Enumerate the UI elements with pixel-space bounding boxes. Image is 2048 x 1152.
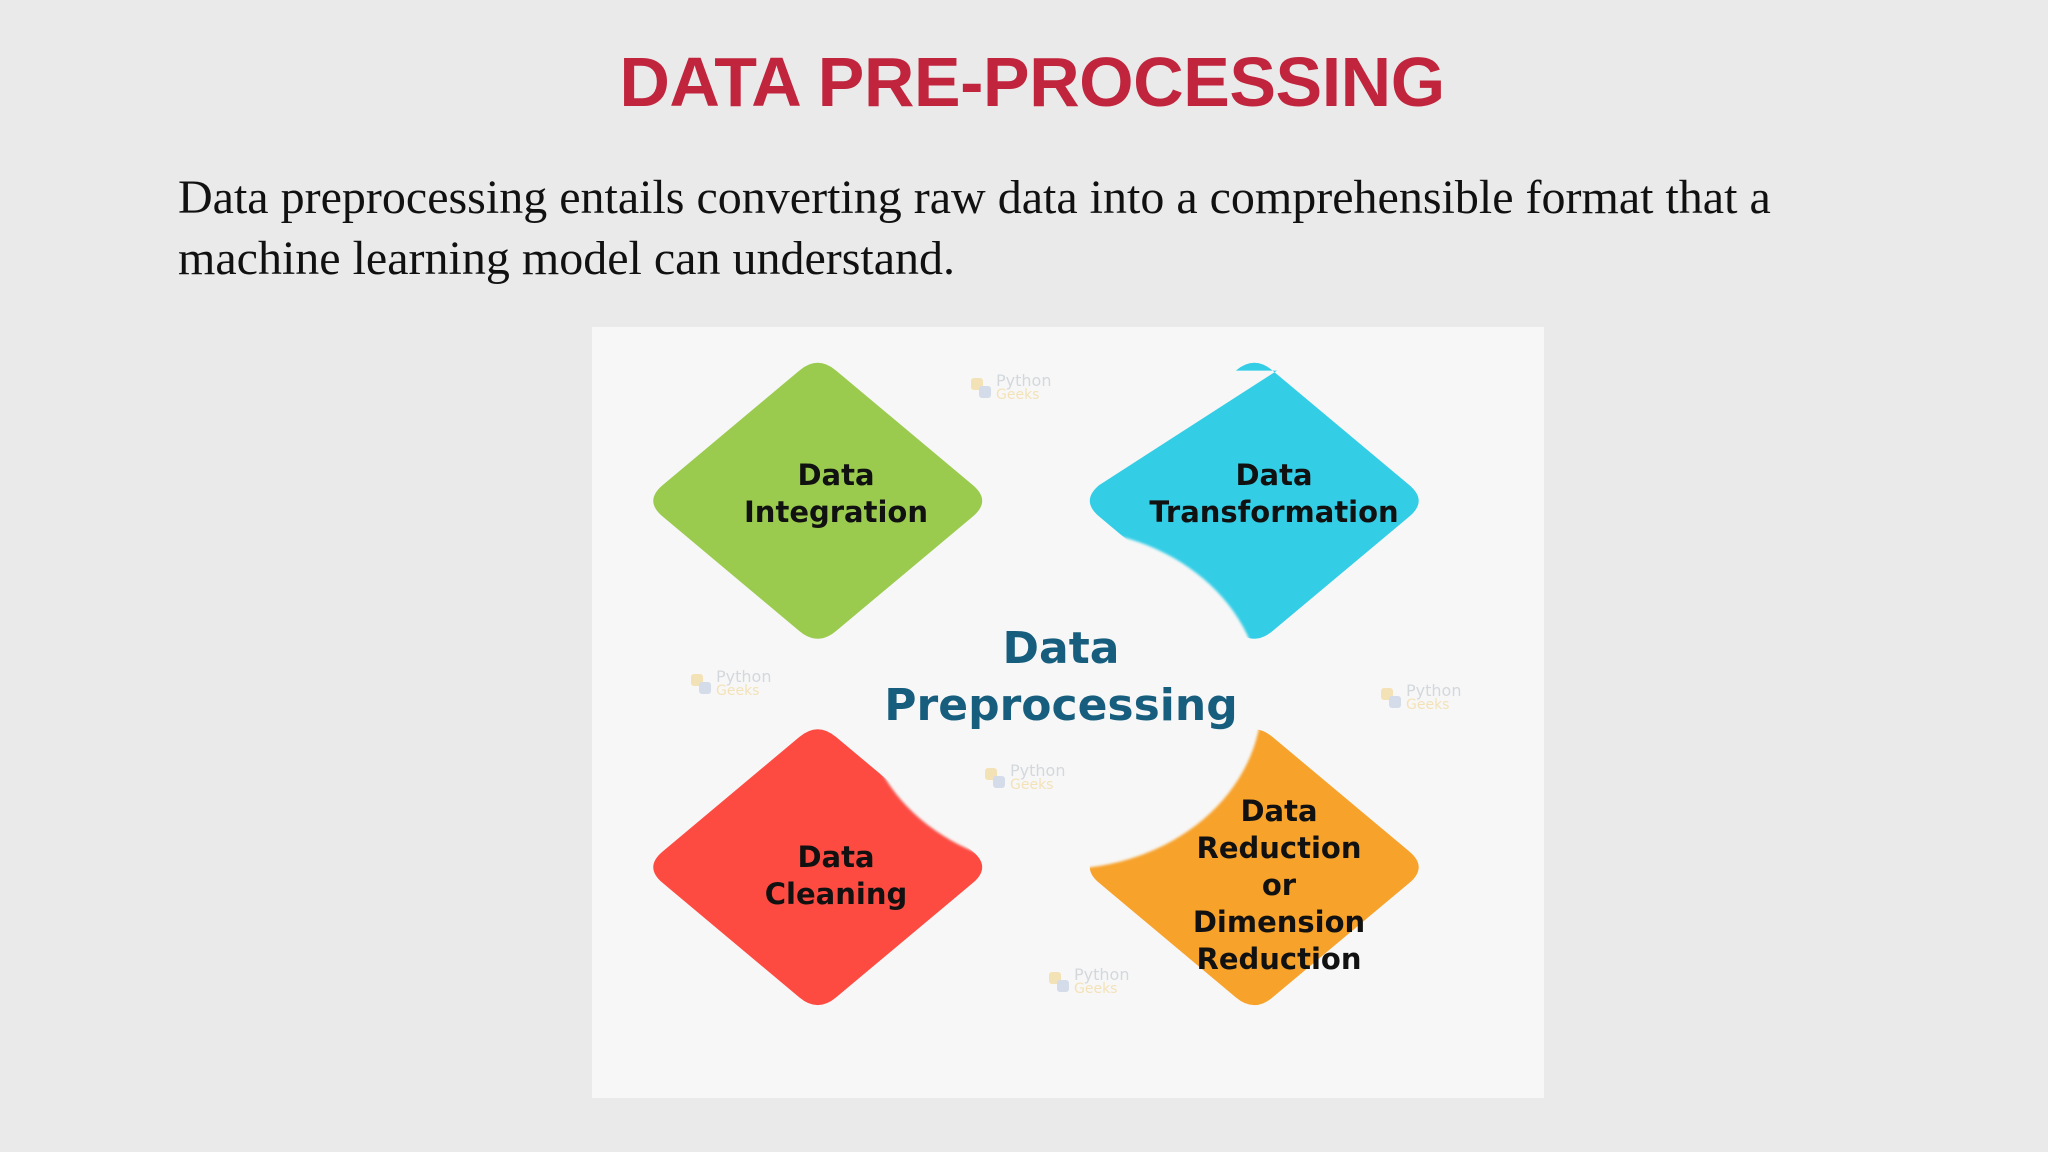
data-preprocessing-diagram: Data Integration Data Transformation Dat… — [592, 327, 1544, 1098]
python-logo-icon — [691, 674, 711, 694]
petal-transformation-label: Data Transformation — [1149, 458, 1399, 529]
slide-title: DATA PRE-PROCESSING — [619, 43, 1445, 121]
python-logo-icon — [1381, 688, 1401, 708]
center-circle — [862, 529, 1262, 869]
watermark: Python Geeks — [1049, 967, 1129, 997]
python-logo-icon — [985, 768, 1005, 788]
python-logo-icon — [1049, 972, 1069, 992]
python-logo-icon — [971, 378, 991, 398]
slide-description: Data preprocessing entails converting ra… — [178, 171, 1771, 285]
petal-integration-label: Data Integration — [744, 458, 928, 529]
diagram-shapes — [653, 362, 1419, 1006]
petal-cleaning-label: Data Cleaning — [764, 840, 908, 911]
watermark: Python Geeks — [691, 669, 771, 699]
petal-integration-shape — [653, 362, 983, 639]
watermark: Python Geeks — [985, 763, 1065, 793]
watermark: Python Geeks — [971, 373, 1051, 403]
watermark: Python Geeks — [1381, 683, 1461, 713]
petal-reduction-label: Data Reduction or Dimension Reduction — [1192, 794, 1366, 976]
center-label: Data Preprocessing — [884, 623, 1238, 731]
